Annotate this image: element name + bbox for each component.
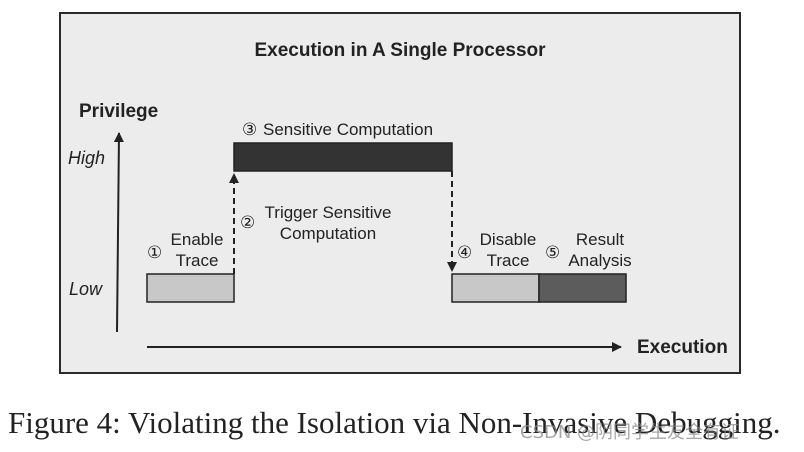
step-4-number: ④ bbox=[457, 243, 472, 263]
step-3-number: ③ bbox=[242, 120, 257, 140]
step-1-label-line2: Trace bbox=[176, 251, 219, 270]
step-2-label-line1: Trigger Sensitive bbox=[265, 203, 392, 222]
sensitive-computation-block bbox=[233, 142, 453, 172]
enable-trace-block bbox=[146, 273, 235, 303]
level-low-label: Low bbox=[69, 279, 103, 299]
step-2-label-line2: Computation bbox=[280, 224, 376, 243]
step-5-label-line1: Result bbox=[576, 230, 624, 249]
x-axis-label: Execution bbox=[637, 337, 728, 358]
step-1-label-line1: Enable bbox=[171, 230, 224, 249]
step-1-number: ① bbox=[147, 243, 162, 263]
step-5-number: ⑤ bbox=[545, 243, 560, 263]
level-high-label: High bbox=[68, 148, 105, 168]
disable-trace-block bbox=[451, 273, 540, 303]
diagram: Execution in A Single Processor Privileg… bbox=[68, 40, 728, 358]
step-5-label-line2: Analysis bbox=[568, 251, 631, 270]
diagram-frame bbox=[59, 12, 741, 374]
result-analysis-block bbox=[538, 273, 627, 303]
watermark: CSDN @阴同学生友全有证 bbox=[520, 422, 740, 443]
diagram-title: Execution in A Single Processor bbox=[254, 40, 546, 61]
y-axis bbox=[113, 132, 124, 333]
figure-caption: Figure 4: Violating the Isolation via No… bbox=[8, 405, 781, 440]
step-3-label: Sensitive Computation bbox=[263, 120, 433, 139]
step-2-number: ② bbox=[240, 213, 255, 233]
step-4-label-line1: Disable bbox=[480, 230, 537, 249]
y-axis-label: Privilege bbox=[79, 101, 158, 122]
step-4-label-line2: Trace bbox=[487, 251, 530, 270]
